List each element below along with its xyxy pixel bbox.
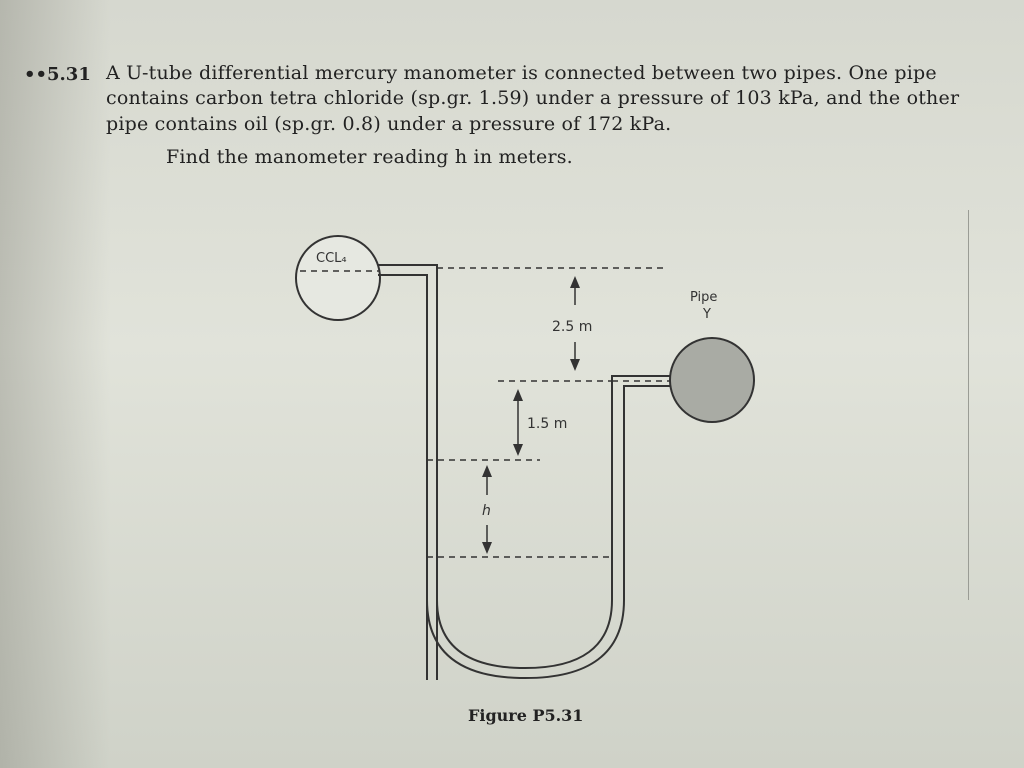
problem-line-3: pipe contains oil (sp.gr. 0.8) under a p… [106, 113, 672, 135]
problem-line-2: contains carbon tetra chloride (sp.gr. 1… [106, 87, 960, 109]
right-connector-inner [623, 385, 671, 560]
right-connector-outer [611, 375, 671, 560]
ccl4-label: CCL₄ [316, 251, 347, 266]
pipe-y-circle [669, 337, 755, 423]
u-bend-outer [426, 560, 625, 680]
left-connector-inner [378, 274, 428, 680]
page-edge-line [968, 210, 969, 600]
dim-mid-arrowhead-down [513, 444, 523, 456]
figure-caption: Figure P5.31 [468, 706, 584, 725]
dim-mid-label: 1.5 m [527, 416, 567, 432]
problem-number: ••5.31 [24, 64, 91, 85]
dim-h-label: h [482, 503, 491, 519]
dim-top-arrowhead-down [570, 359, 580, 371]
u-bend-inner [436, 560, 613, 670]
dim-top-arrowhead-up [570, 276, 580, 288]
dim-top-label: 2.5 m [552, 319, 592, 335]
page-shadow [0, 0, 110, 768]
pipe-y-label-line1: Pipe [690, 290, 717, 305]
problem-line-4: Find the manometer reading h in meters. [166, 146, 573, 168]
left-connector-outer [378, 264, 438, 680]
dim-h-arrowhead-down [482, 542, 492, 554]
problem-line-1: A U-tube differential mercury manometer … [106, 62, 937, 84]
dim-h-arrowhead-up [482, 465, 492, 477]
dim-mid-arrowhead-up [513, 389, 523, 401]
ccl4-pipe-circle [295, 235, 381, 321]
pipe-y-label-line2: Y [702, 307, 711, 322]
